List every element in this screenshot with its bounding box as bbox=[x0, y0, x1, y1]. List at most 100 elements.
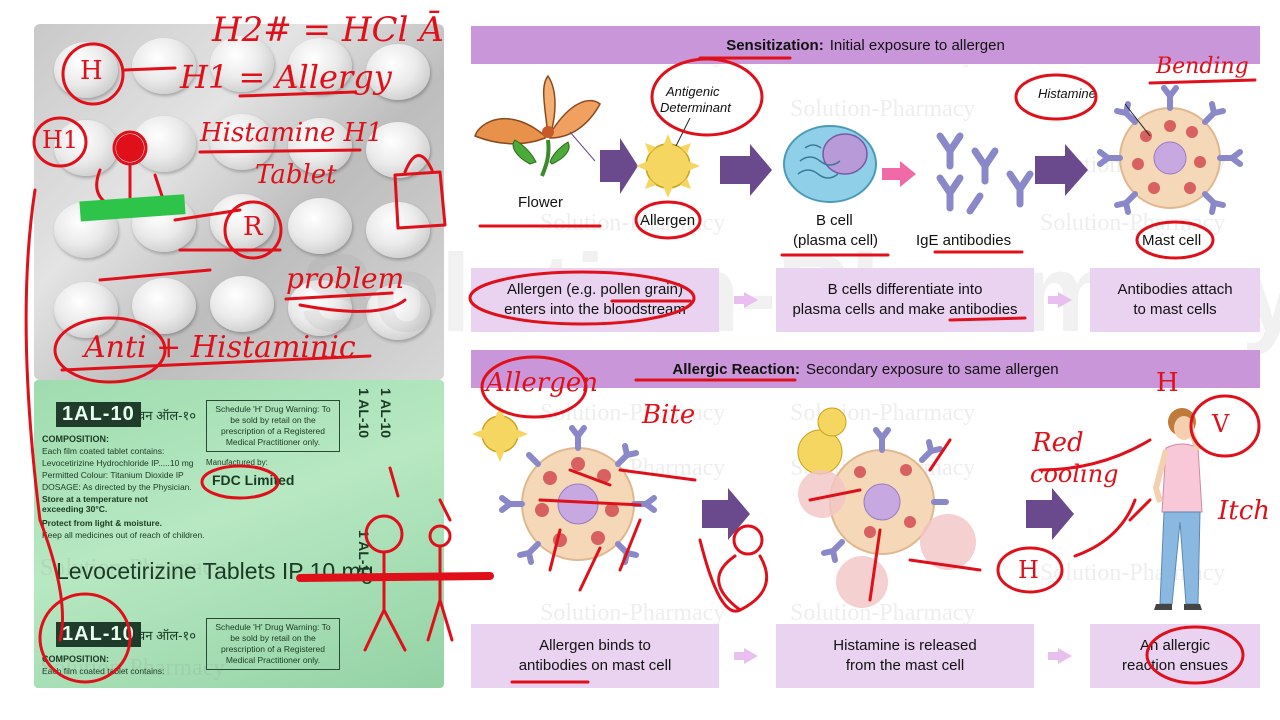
brand-label: 1AL-10 bbox=[56, 622, 141, 647]
blister-bubble bbox=[210, 36, 274, 92]
allergic-reaction-banner: Allergic Reaction: Secondary exposure to… bbox=[471, 350, 1260, 388]
keep-away-text: Keep all medicines out of reach of child… bbox=[42, 530, 205, 540]
reaction-step-2: Histamine is released from the mast cell bbox=[776, 624, 1034, 688]
bcell-label-line2: (plasma cell) bbox=[793, 232, 879, 249]
step-arrow bbox=[744, 292, 758, 308]
annotation-circle bbox=[32, 116, 88, 168]
flower-label: Flower bbox=[518, 194, 564, 211]
step-line1: Allergen (e.g. pollen grain) bbox=[507, 281, 683, 298]
step-line2: from the mast cell bbox=[845, 657, 965, 674]
step-line1: Histamine is released bbox=[833, 637, 977, 654]
brand-hindi: वन ऑल-१० bbox=[138, 408, 197, 423]
pink-arrow bbox=[882, 161, 916, 187]
sensitization-title: Sensitization: bbox=[726, 36, 824, 54]
sensitization-banner: Sensitization: Initial exposure to aller… bbox=[471, 26, 1260, 64]
annotation-h2: H2# = HCl Ā bbox=[212, 10, 444, 50]
flow-arrow bbox=[702, 488, 750, 540]
step-arrow bbox=[744, 648, 758, 664]
blister-bubble bbox=[54, 282, 118, 338]
mast-cell-degranulating bbox=[797, 407, 976, 608]
allergic-reaction-title: Allergic Reaction: bbox=[672, 360, 800, 378]
annotation-v: V bbox=[1212, 410, 1230, 438]
annotation-itch: Itch bbox=[1218, 496, 1271, 526]
composition-line1: Each film coated tablet contains: bbox=[42, 666, 165, 676]
antigenic-label-line2: Determinant bbox=[660, 100, 731, 115]
brand-hindi: वन ऑल-१० bbox=[138, 628, 197, 643]
ige-label: IgE antibodies bbox=[916, 232, 1012, 249]
annotation-allergen: Allergen bbox=[486, 368, 598, 398]
annotation-r: R bbox=[243, 212, 263, 242]
blister-bubble bbox=[366, 122, 430, 178]
annotation-h1: H1 bbox=[42, 126, 79, 154]
allergen-label: Allergen bbox=[640, 212, 696, 229]
allergen-pollen bbox=[636, 134, 700, 198]
step-line1: Antibodies attach bbox=[1117, 281, 1233, 298]
reaction-illustrations bbox=[472, 406, 1203, 610]
bcell-label-line1: B cell bbox=[816, 212, 853, 229]
reaction-step-1: Allergen binds to antibodies on mast cell bbox=[471, 624, 719, 688]
sensitization-step-2: B cells differentiate into plasma cells a… bbox=[776, 268, 1034, 332]
sensitization-illustrations bbox=[474, 74, 1243, 215]
blister-bubble bbox=[210, 114, 274, 170]
step-arrow-stem bbox=[734, 296, 746, 304]
dosage-text: DOSAGE: As directed by the Physician. bbox=[42, 482, 192, 492]
annotation-histamine-h1: Histamine H1 bbox=[200, 118, 383, 148]
step-arrow-stem bbox=[1048, 296, 1060, 304]
step-line1: B cells differentiate into bbox=[827, 281, 983, 298]
step-arrow-stem bbox=[734, 652, 746, 660]
allergic-reaction-subtitle: Secondary exposure to same allergen bbox=[805, 360, 1059, 378]
step-line2: antibodies on mast cell bbox=[518, 657, 672, 674]
storage-text: Store at a temperature not exceeding 30°… bbox=[42, 494, 148, 514]
protect-text: Protect from light & moisture. bbox=[42, 518, 162, 528]
allergen-pollen bbox=[472, 406, 528, 462]
annotation-bending: Bending bbox=[1156, 54, 1249, 79]
flower-illustration bbox=[474, 74, 601, 177]
ige-antibodies bbox=[936, 132, 1034, 215]
flow-arrow bbox=[1026, 488, 1074, 540]
annotation-bite: Bite bbox=[642, 400, 696, 430]
step-arrow bbox=[1058, 292, 1072, 308]
composition-line2: Levocetirizine Hydrochloride IP.....10 m… bbox=[42, 458, 194, 468]
annotation-h1-allergy: H1 = Allergy bbox=[180, 58, 392, 96]
step-line1: An allergic bbox=[1139, 637, 1211, 654]
annotation-circle bbox=[61, 42, 125, 106]
composition-title: COMPOSITION: bbox=[42, 434, 109, 444]
flow-arrow bbox=[600, 138, 638, 194]
b-cell-illustration bbox=[783, 125, 877, 203]
blister-bubble bbox=[288, 198, 352, 254]
annotation-problem: problem bbox=[286, 262, 405, 295]
step-line1: Allergen binds to bbox=[539, 637, 651, 654]
annotation-cooling: cooling bbox=[1030, 460, 1119, 488]
annotation-h: H bbox=[80, 56, 103, 86]
annotation-h-circle: H bbox=[1018, 556, 1039, 584]
blister-bubble bbox=[210, 276, 274, 332]
flow-arrow bbox=[720, 144, 772, 196]
step-arrow-stem bbox=[1048, 652, 1060, 660]
step-line2: to mast cells bbox=[1133, 301, 1217, 318]
antigenic-label-line1: Antigenic bbox=[666, 84, 720, 99]
green-highlight bbox=[79, 194, 186, 222]
composition-line1: Each film coated tablet contains: bbox=[42, 446, 165, 456]
flow-arrow bbox=[1035, 144, 1088, 196]
mast-cell-illustration bbox=[1097, 85, 1243, 215]
annotation-h-small: H bbox=[1156, 368, 1179, 398]
blister-bubble bbox=[132, 38, 196, 94]
blister-bubble bbox=[288, 38, 352, 94]
side-strip-text: 1 AL-10 bbox=[378, 388, 394, 439]
brand-label: 1AL-10 bbox=[56, 402, 141, 427]
schedule-h-warning: Schedule 'H' Drug Warning: To be sold by… bbox=[206, 618, 340, 670]
manufactured-by: Manufactured by: bbox=[206, 458, 268, 467]
step-line2: plasma cells and make antibodies bbox=[792, 301, 1018, 318]
side-strip-text: 1 AL-10 bbox=[356, 388, 372, 439]
blister-bubble bbox=[366, 44, 430, 100]
composition-title: COMPOSITION: bbox=[42, 654, 109, 664]
medicine-pack-photo: 1AL-10 वन ऑल-१० COMPOSITION: Each film c… bbox=[34, 380, 444, 688]
mast-cell-label: Mast cell bbox=[1142, 232, 1202, 249]
sensitization-subtitle: Initial exposure to allergen bbox=[829, 36, 1005, 54]
annotation-antihistamine: Anti + Histaminic bbox=[84, 330, 356, 365]
sensitization-step-3: Antibodies attach to mast cells bbox=[1090, 268, 1260, 332]
histamine-label: Histamine bbox=[1038, 86, 1096, 101]
annotation-tablet: Tablet bbox=[255, 160, 337, 190]
schedule-h-warning: Schedule 'H' Drug Warning: To be sold by… bbox=[206, 400, 340, 452]
